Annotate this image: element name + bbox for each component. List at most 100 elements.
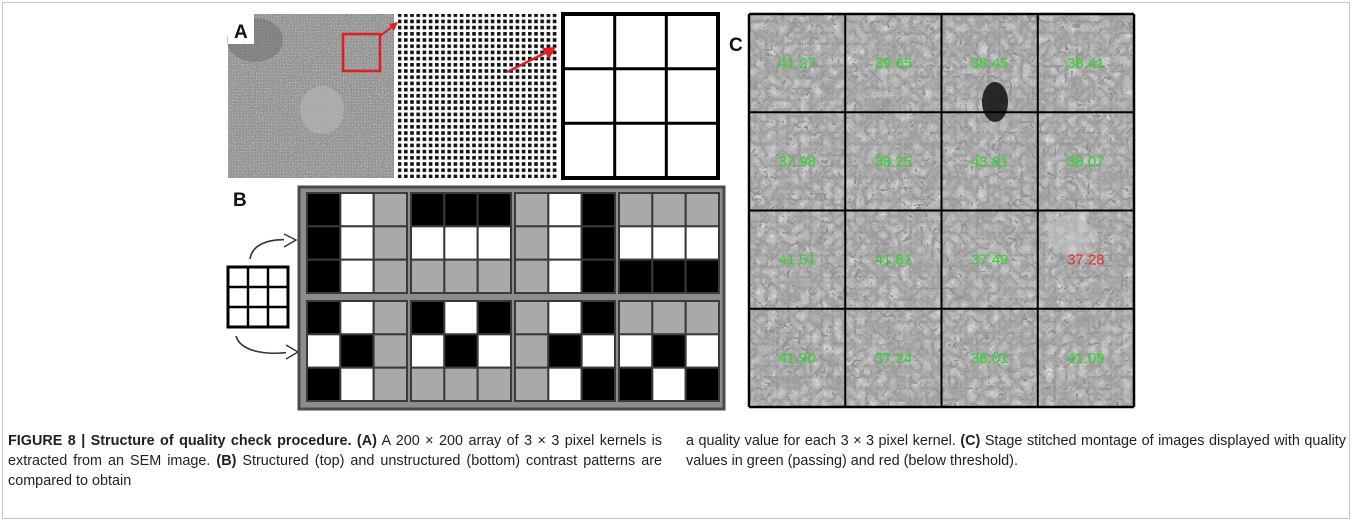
kernel-cell bbox=[443, 333, 479, 369]
kernel-cell bbox=[580, 192, 617, 228]
kernel-cell bbox=[684, 192, 721, 228]
kernel-cell bbox=[443, 366, 479, 402]
kernel-cell bbox=[306, 300, 342, 336]
kernel-cell bbox=[306, 366, 342, 402]
quality-value-label: 39.65 bbox=[875, 55, 913, 72]
kernel-cell bbox=[410, 192, 446, 228]
kernel-cell bbox=[684, 333, 721, 369]
kernel-cell bbox=[580, 225, 617, 261]
kernel-cell bbox=[410, 366, 446, 402]
kernel-cell bbox=[410, 300, 446, 336]
kernel-cell bbox=[618, 333, 654, 369]
kernel-cell bbox=[651, 192, 687, 228]
kernel-zoom-3x3 bbox=[561, 12, 720, 180]
kernel-cell bbox=[547, 366, 583, 402]
kernel-cell bbox=[580, 333, 617, 369]
kernel-cell bbox=[339, 225, 375, 261]
kernel-cell bbox=[476, 300, 512, 336]
quality-value-label: 41.27 bbox=[778, 55, 816, 72]
kernel-cell bbox=[476, 333, 512, 369]
kernel-cell bbox=[618, 258, 654, 294]
caption-label: FIGURE 8 | Structure of quality check pr… bbox=[8, 433, 352, 449]
kernel-cell bbox=[476, 192, 512, 228]
caption-text-a: A 200 × 200 array of 3 × 3 pixel kernels… bbox=[8, 433, 662, 469]
panel-a-letter-box bbox=[228, 14, 254, 44]
quality-value-label: 37.24 bbox=[875, 350, 913, 367]
kernel-cell bbox=[514, 192, 550, 228]
kernel-cell bbox=[651, 366, 687, 402]
kernel-cell bbox=[410, 258, 446, 294]
kernel-cell bbox=[372, 258, 408, 294]
montage-grid bbox=[747, 12, 1136, 409]
kernel-cell bbox=[372, 192, 408, 228]
roi-arrow-1 bbox=[379, 25, 394, 37]
kernel-cell bbox=[514, 300, 550, 336]
panel-b: B bbox=[226, 185, 726, 411]
unstructured-kernel-3 bbox=[514, 300, 617, 402]
kernel-cell bbox=[476, 258, 512, 294]
kernel-cell bbox=[372, 300, 408, 336]
kernel-cell bbox=[443, 300, 479, 336]
kernel-cell bbox=[339, 366, 375, 402]
zoom-arrow bbox=[506, 50, 548, 74]
kernel-cell bbox=[580, 366, 617, 402]
quality-value-label: 38.41 bbox=[1067, 55, 1105, 72]
panel-b-letter: B bbox=[233, 190, 247, 211]
panel-a-letter: A bbox=[234, 22, 248, 43]
kernel-cell bbox=[684, 300, 721, 336]
structured-kernel-1 bbox=[306, 192, 408, 294]
kernel-cell bbox=[443, 225, 479, 261]
quality-value-label: 38.07 bbox=[1067, 153, 1105, 170]
kernel-cell bbox=[651, 258, 687, 294]
unstructured-kernel-4 bbox=[618, 300, 721, 402]
kernel-cell bbox=[372, 366, 408, 402]
kernel-cell bbox=[306, 192, 342, 228]
kernel-cell bbox=[684, 225, 721, 261]
panel-a: A bbox=[227, 14, 398, 178]
kernel-cell bbox=[306, 225, 342, 261]
kernel-cell bbox=[618, 366, 654, 402]
caption-left-column: FIGURE 8 | Structure of quality check pr… bbox=[8, 431, 662, 491]
kernel-icon bbox=[226, 265, 290, 329]
figure-caption: FIGURE 8 | Structure of quality check pr… bbox=[8, 431, 1348, 523]
structured-kernel-3 bbox=[514, 192, 617, 294]
kernel-cell bbox=[547, 192, 583, 228]
kernel-cell bbox=[443, 258, 479, 294]
kernel-cell bbox=[306, 258, 342, 294]
caption-tag-c: (C) bbox=[960, 433, 981, 449]
quality-value-label: 37.49 bbox=[971, 252, 1009, 269]
kernel-cell bbox=[547, 225, 583, 261]
caption-tag-a: (A) bbox=[356, 433, 377, 449]
kernel-cell bbox=[514, 333, 550, 369]
quality-value-label: 38.45 bbox=[971, 55, 1009, 72]
caption-text-right-start: a quality value for each 3 × 3 pixel ker… bbox=[686, 433, 961, 449]
kernel-cell bbox=[618, 192, 654, 228]
caption-right-column: a quality value for each 3 × 3 pixel ker… bbox=[686, 431, 1346, 471]
kernel-cell bbox=[547, 258, 583, 294]
quality-value-label: 38.01 bbox=[971, 350, 1009, 367]
kernel-cell bbox=[476, 366, 512, 402]
kernel-cell bbox=[547, 300, 583, 336]
kernel-cell bbox=[684, 258, 721, 294]
quality-value-label: 41.90 bbox=[778, 350, 816, 367]
kernel-cell bbox=[476, 225, 512, 261]
kernel-array bbox=[398, 14, 557, 178]
kernel-cell bbox=[580, 258, 617, 294]
kernel-cell bbox=[514, 225, 550, 261]
panel-c-letter: C bbox=[729, 35, 743, 56]
pattern-grid bbox=[306, 192, 721, 402]
caption-text-c: Stage stitched montage of images display… bbox=[686, 433, 1346, 469]
kernel-cell bbox=[618, 300, 654, 336]
quality-value-label: 37.28 bbox=[1067, 252, 1105, 269]
kernel-cell bbox=[372, 333, 408, 369]
caption-text-b: Structured (top) and unstructured (botto… bbox=[8, 453, 662, 489]
quality-value-label: 37.98 bbox=[778, 153, 816, 170]
quality-value-label: 41.09 bbox=[1067, 350, 1105, 367]
unstructured-kernel-1 bbox=[306, 300, 408, 402]
roi-box bbox=[341, 32, 382, 73]
quality-value-label: 41.81 bbox=[875, 252, 913, 269]
kernel-cell bbox=[410, 225, 446, 261]
kernel-cell bbox=[339, 333, 375, 369]
